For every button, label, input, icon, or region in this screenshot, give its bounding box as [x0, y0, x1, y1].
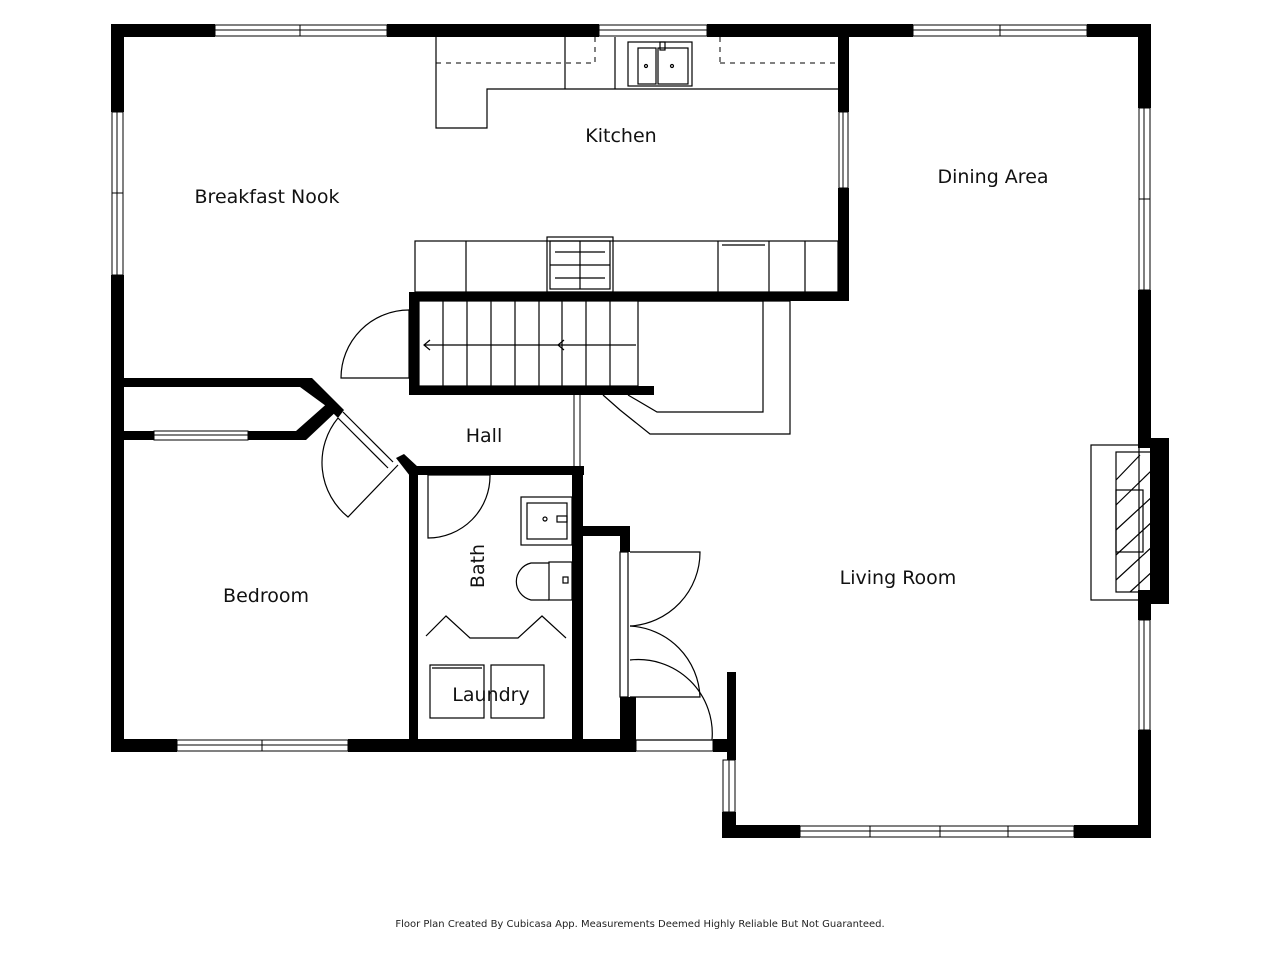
room-labels: Kitchen Breakfast Nook Dining Area Hall … — [195, 125, 1049, 706]
room-label-hall: Hall — [466, 425, 503, 447]
stair-railing — [602, 300, 791, 435]
room-label-breakfast-nook: Breakfast Nook — [195, 186, 340, 208]
bath-fixtures — [515, 496, 573, 601]
room-label-laundry: Laundry — [452, 684, 529, 706]
room-label-dining-area: Dining Area — [937, 166, 1048, 188]
footer-credit: Floor Plan Created By Cubicasa App. Meas… — [395, 919, 885, 930]
room-label-kitchen: Kitchen — [585, 125, 656, 147]
stove — [546, 236, 614, 293]
exterior-walls — [111, 24, 1169, 838]
doors — [321, 309, 713, 741]
stairs — [418, 300, 639, 387]
windows — [111, 24, 1151, 838]
room-label-living-room: Living Room — [840, 567, 957, 589]
interior-walls — [124, 36, 849, 752]
fireplace — [1090, 444, 1157, 601]
room-label-bedroom: Bedroom — [223, 585, 309, 607]
laundry-machines — [429, 664, 545, 719]
kitchen-counters — [414, 37, 839, 293]
room-label-bath: Bath — [467, 544, 489, 588]
